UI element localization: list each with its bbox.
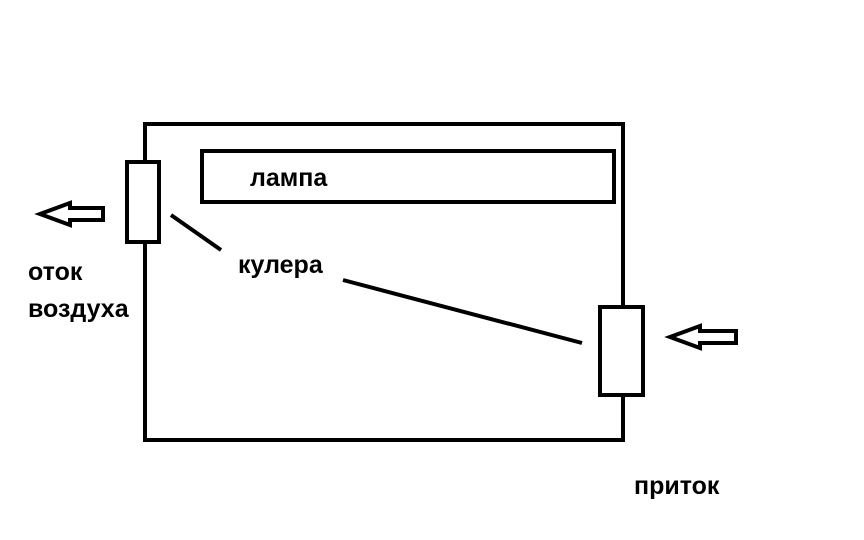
- inflow-arrow-icon: [664, 323, 738, 351]
- lamp-box: [200, 149, 616, 204]
- right-cooler: [598, 305, 645, 397]
- coolers-label: кулера: [238, 251, 323, 279]
- outflow-label-line1: оток: [28, 258, 83, 286]
- left-cooler: [125, 160, 161, 244]
- pointer-line-left-cooler: [169, 213, 223, 252]
- inflow-label: приток: [634, 472, 720, 500]
- lamp-label: лампа: [250, 164, 328, 192]
- outflow-arrow-icon: [34, 200, 105, 228]
- pointer-line-right-cooler: [342, 278, 583, 345]
- enclosure-box: [143, 122, 625, 442]
- outflow-label-line2: воздуха: [28, 295, 129, 323]
